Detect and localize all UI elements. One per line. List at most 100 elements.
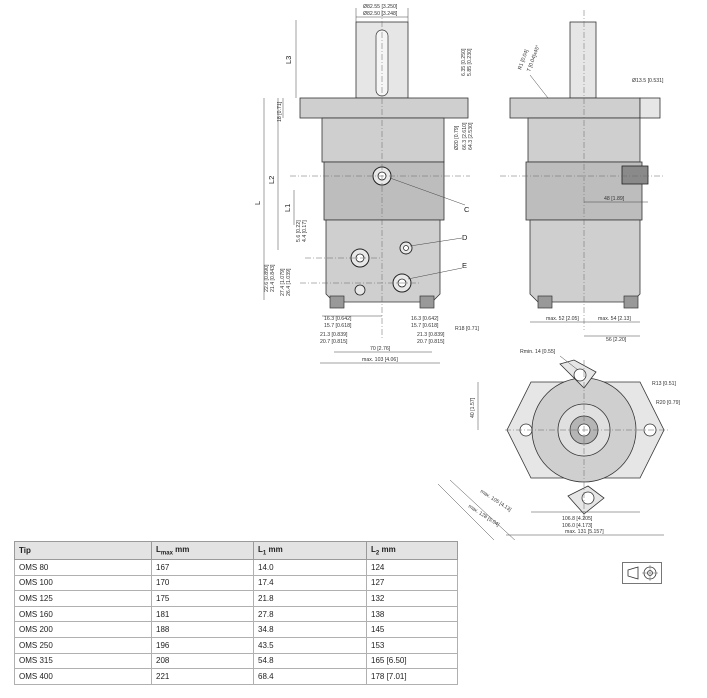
cell-lmax: 188 (151, 621, 254, 638)
cell-l1: 43.5 (253, 636, 367, 654)
cell-l1: 17.4 (253, 574, 367, 592)
mount-hole-top (573, 368, 587, 382)
dim-max1056: max. 105 [4.13] (479, 489, 513, 514)
dim-d214: 21.4 [0.843] (270, 264, 276, 292)
side-view: R1 [0.04] T [0.04]x45° Ø13.5 [0.531] 48 … (500, 10, 665, 343)
label-e: E (462, 261, 467, 270)
cell-l2: 165 [6.50] (366, 652, 458, 670)
front-upper-body (321, 117, 445, 163)
dim-max128: max. 128 [5.04] (467, 504, 501, 529)
cell-tip: OMS 100 (14, 574, 152, 592)
dim-d157b: 15.7 [0.618] (411, 323, 439, 329)
port-drain (354, 284, 366, 296)
dim-max131: max. 131 [5.157] (565, 529, 604, 535)
cell-tip: OMS 200 (14, 621, 152, 638)
cell-l1: 14.0 (253, 559, 367, 576)
cell-tip: OMS 125 (14, 590, 152, 607)
label-d: D (462, 233, 468, 242)
cell-lmax: 221 (151, 668, 254, 685)
cell-tip: OMS 315 (14, 652, 152, 670)
cell-l1: 27.8 (253, 605, 367, 623)
technical-drawing: Ø82.55 [3.250] Ø82.50 [3.248] 6.35 [0.25… (253, 4, 680, 540)
cell-l2: 138 (366, 605, 458, 623)
dim-l1: L1 (283, 204, 292, 212)
dim-l: L (253, 201, 262, 205)
front-view: Ø82.55 [3.250] Ø82.50 [3.248] 6.35 [0.25… (253, 4, 479, 364)
dim-d163a: 16.3 [0.642] (324, 316, 352, 322)
dim-d70: 70 [2.76] (370, 346, 391, 352)
dim-d643: 64.3 [2.530] (468, 122, 474, 150)
flange-view: Rmin. 14 [0.55] R13 [0.51] R20 [0.79] 40… (437, 349, 680, 540)
label-c: C (464, 205, 470, 214)
cell-tip: OMS 400 (14, 668, 152, 685)
cell-lmax: 175 (151, 590, 254, 607)
dim-d274: 27.4 [1.079] (280, 268, 286, 296)
cell-lmax: 196 (151, 636, 254, 654)
cell-lmax: 167 (151, 559, 254, 576)
dim-d157a: 15.7 [0.618] (324, 323, 352, 329)
dim-d20: Ø20 [0.79] (454, 125, 460, 150)
projection-symbol-icon (622, 562, 662, 584)
dim-d1068: 106.8 [4.205] (562, 516, 593, 522)
dim-r20: R20 [0.79] (656, 400, 680, 406)
cell-l1: 34.8 (253, 621, 367, 638)
cell-l2: 145 (366, 621, 458, 638)
header-lmax: Lmax mm (151, 541, 254, 560)
cell-l2: 127 (366, 574, 458, 592)
table-header-row: Tip Lmax mm L1 mm L2 mm (14, 541, 458, 560)
dim-d56: 5.6 [0.22] (296, 220, 302, 242)
cell-l2: 124 (366, 559, 458, 576)
front-flange (299, 97, 469, 119)
dim-h-flange2: 5.85 [0.230] (467, 48, 473, 76)
cell-lmax: 181 (151, 605, 254, 623)
dim-d207b: 20.7 [0.815] (417, 339, 445, 345)
dim-t1: T [0.04]x45° (526, 44, 541, 72)
cell-tip: OMS 250 (14, 636, 152, 654)
dim-d48: 48 [1.89] (604, 196, 625, 202)
dim-h-flange1: 6.35 [0.250] (461, 48, 467, 76)
shaft-keyway (375, 29, 389, 97)
dim-rmin14: Rmin. 14 [0.55] (520, 349, 556, 355)
cell-l2: 132 (366, 590, 458, 607)
dim-r18: R18 [0.71] (455, 326, 479, 332)
cell-lmax: 208 (151, 652, 254, 670)
dim-max52: max. 52 [2.05] (546, 316, 579, 322)
dim-d1060: 106.0 [4.173] (562, 523, 593, 529)
dim-d44: 4.4 [0.17] (302, 220, 308, 242)
dim-d207a: 20.7 [0.815] (320, 339, 348, 345)
header-l1: L1 mm (253, 541, 367, 560)
dim-d226: 22.6 [0.890] (264, 264, 270, 292)
cell-lmax: 170 (151, 574, 254, 592)
dim-max103: max. 103 [4.06] (362, 357, 398, 363)
side-port-block (529, 219, 641, 303)
dim-d213b: 21.3 [0.839] (417, 332, 445, 338)
cell-l2: 178 [7.01] (366, 668, 458, 685)
header-l2: L2 mm (366, 541, 458, 560)
dim-d135: Ø13.5 [0.531] (632, 78, 664, 84)
dim-d56b: 56 [2.20] (606, 337, 627, 343)
cell-tip: OMS 80 (14, 559, 152, 576)
dim-l2: L2 (267, 176, 276, 184)
cell-l2: 153 (366, 636, 458, 654)
dim-d663: 66.3 [2.610] (462, 122, 468, 150)
cell-l1: 68.4 (253, 668, 367, 685)
dim-d264: 26.4 [1.039] (286, 268, 292, 296)
cell-tip: OMS 160 (14, 605, 152, 623)
dim-d213a: 21.3 [0.839] (320, 332, 348, 338)
side-shaft (569, 21, 597, 99)
header-tip: Tip (14, 541, 152, 560)
cell-l1: 54.8 (253, 652, 367, 670)
dim-r13: R13 [0.51] (652, 381, 676, 387)
mount-hole-bottom (581, 491, 595, 505)
dim-max54: max. 54 [2.13] (598, 316, 631, 322)
side-flange (509, 97, 641, 119)
dim-l3: L3 (284, 56, 293, 64)
